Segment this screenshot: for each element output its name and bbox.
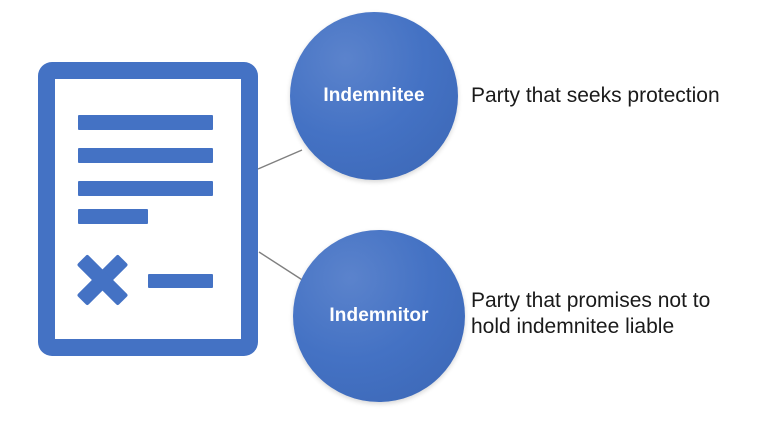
x-mark-icon — [76, 254, 128, 306]
node-circle-indemnitor[interactable]: Indemnitor — [293, 230, 465, 402]
node-label-indemnitee: Indemnitee — [323, 85, 425, 106]
connector-to-indemnitee — [257, 149, 303, 170]
document-text-line-4 — [78, 209, 148, 224]
signature-dash-icon — [148, 274, 213, 288]
document-text-line-2 — [78, 148, 213, 163]
document-frame — [38, 62, 258, 356]
node-description-indemnitee: Party that seeks protection — [471, 84, 720, 107]
node-description-indemnitor: Party that promises not to hold indemnit… — [471, 289, 711, 338]
document-text-line-1 — [78, 115, 213, 130]
node-label-indemnitor: Indemnitor — [329, 305, 429, 326]
document-text-line-3 — [78, 181, 213, 196]
connector-to-indemnitor — [258, 251, 308, 284]
node-circle-indemnitee[interactable]: Indemnitee — [290, 12, 458, 180]
contract-document-icon — [38, 62, 258, 356]
